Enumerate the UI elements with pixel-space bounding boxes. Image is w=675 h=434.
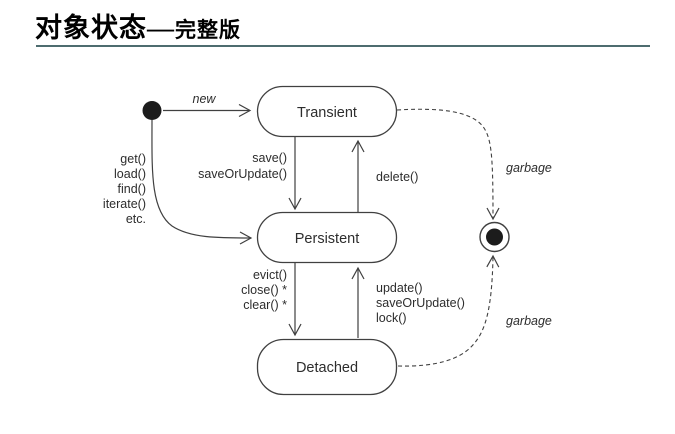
- final-state-node: [479, 221, 510, 253]
- transition-evict-label-1: evict(): [253, 268, 287, 282]
- transition-garbage-bottom-arrow: [397, 256, 493, 367]
- transition-load-label-3: find(): [118, 182, 146, 196]
- page-title-sub: 完整版: [175, 18, 241, 42]
- transition-save-label-2: saveOrUpdate(): [198, 167, 287, 181]
- transition-garbage-bottom-label: garbage: [506, 314, 552, 328]
- initial-state-node: [142, 101, 162, 120]
- transition-load-label-1: get(): [120, 152, 146, 166]
- transition-load-label-4: iterate(): [103, 197, 146, 211]
- transition-evict-label-3: clear() *: [243, 298, 287, 312]
- page-title: 对象状态—完整版: [35, 6, 241, 45]
- transition-garbage-top-arrow: [396, 108, 493, 219]
- transition-garbage-top-label: garbage: [506, 161, 552, 175]
- state-persistent-label: Persistent: [295, 231, 359, 247]
- transition-load-label-5: etc.: [126, 212, 146, 226]
- transition-update-label-1: update(): [376, 281, 423, 295]
- state-detached-label: Detached: [296, 360, 358, 376]
- state-detached: Detached: [256, 338, 398, 396]
- state-transient: Transient: [256, 85, 398, 138]
- transition-delete-label: delete(): [376, 170, 418, 184]
- transition-update-label-2: saveOrUpdate(): [376, 296, 465, 310]
- transition-evict-label-2: close() *: [241, 283, 287, 297]
- transition-load-arrow: [151, 119, 251, 238]
- transition-load-label-2: load(): [114, 167, 146, 181]
- transition-new-label: new: [193, 92, 217, 106]
- transition-update-label-3: lock(): [376, 311, 407, 325]
- state-transient-label: Transient: [297, 105, 357, 121]
- page-title-main: 对象状态—: [35, 13, 175, 43]
- transition-save-label-1: save(): [252, 151, 287, 165]
- title-rule: [36, 45, 650, 47]
- state-persistent: Persistent: [256, 211, 398, 264]
